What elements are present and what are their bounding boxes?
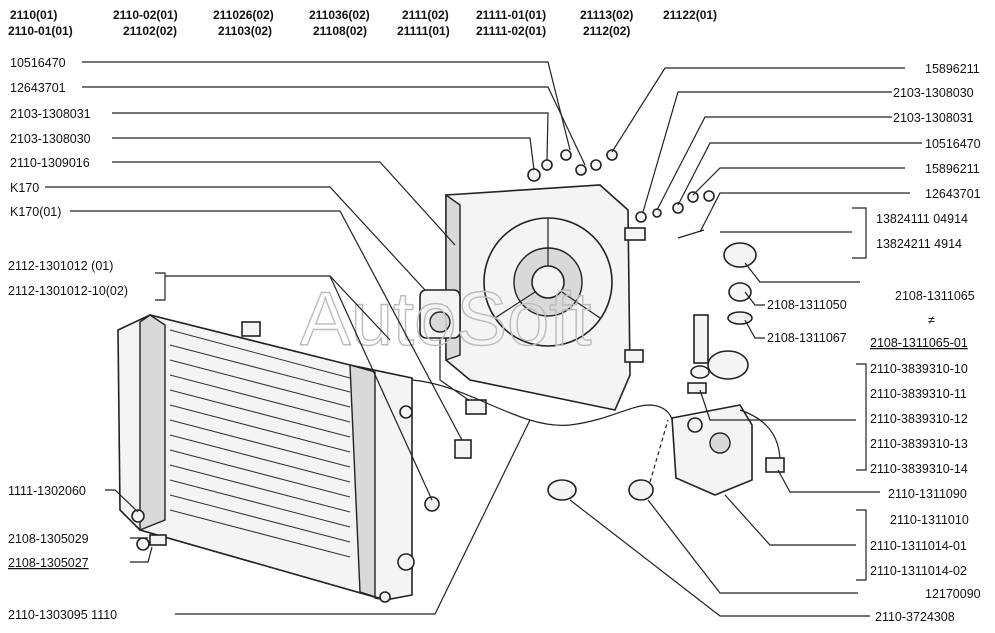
part-label: 2110-1311090 <box>888 487 967 501</box>
header-code: 21108(02) <box>313 24 367 38</box>
leader-lines <box>45 61 922 617</box>
part-label: 2112-1301012-10(02) <box>8 284 128 298</box>
part-label: K170 <box>10 181 39 195</box>
part-label: 2110-1311010 <box>890 513 969 527</box>
part-label: 2110-3839310-14 <box>870 462 968 476</box>
part-label: 2110-3839310-13 <box>870 437 968 451</box>
radiator-fittings <box>131 439 472 551</box>
header-code: 2111(02) <box>402 8 449 22</box>
header-code: 2112(02) <box>583 24 630 38</box>
part-label: 10516470 <box>925 137 981 151</box>
header-code: 21102(02) <box>123 24 177 38</box>
part-label: ≠ <box>928 313 935 327</box>
header-code: 2110-01(01) <box>8 24 73 38</box>
part-label: 12643701 <box>925 187 981 201</box>
header-code: 21111-02(01) <box>476 24 546 38</box>
header-code: 21111(01) <box>397 24 450 38</box>
fasteners-upper <box>527 149 715 239</box>
header-code: 21103(02) <box>218 24 272 38</box>
header-code: 21122(01) <box>663 8 717 22</box>
part-label: 2110-1311014-02 <box>870 564 967 578</box>
radiator <box>117 314 415 603</box>
part-label: 2110-1303095 1110 <box>8 608 117 622</box>
part-label: K170(01) <box>10 205 61 219</box>
expansion-tank <box>671 404 785 496</box>
watermark: AutoSoft <box>300 277 592 362</box>
header-code: 2110-02(01) <box>113 8 178 22</box>
part-label: 13824111 04914 <box>876 212 968 226</box>
part-label: 2110-1309016 <box>10 156 90 170</box>
part-label: 2110-3839310-10 <box>870 362 968 376</box>
coolant-hose <box>411 379 673 426</box>
part-label: 10516470 <box>10 56 66 70</box>
mid-labels: 2108-1311050 2108-1311067 <box>767 298 847 345</box>
part-label: 2112-1301012 (01) <box>8 259 113 273</box>
model-header: 2110(01) 2110-01(01) 2110-02(01) 21102(0… <box>8 8 717 38</box>
header-code: 21111-01(01) <box>476 8 546 22</box>
part-label: 2108-1311050 <box>767 298 847 312</box>
part-label: 2103-1308031 <box>10 107 91 121</box>
caps-group <box>687 242 757 394</box>
part-label: 13824211 4914 <box>876 237 962 251</box>
hose-clamps <box>547 419 669 501</box>
fan-motor <box>419 289 487 415</box>
part-label: 15896211 <box>925 162 980 176</box>
left-labels: 10516470 12643701 2103-1308031 2103-1308… <box>8 56 128 622</box>
part-label: 2110-3839310-12 <box>870 412 968 426</box>
part-label: 1111-1302060 <box>8 484 86 498</box>
header-code: 2110(01) <box>10 8 57 22</box>
part-label: 2110-3724308 <box>875 610 955 624</box>
part-label: 2103-1308030 <box>10 132 91 146</box>
header-code: 211036(02) <box>309 8 370 22</box>
part-label: 2108-1311067 <box>767 331 847 345</box>
part-label: 12170090 <box>925 587 981 601</box>
part-label: 12643701 <box>10 81 66 95</box>
header-code: 211026(02) <box>213 8 274 22</box>
part-label: 2108-1305027 <box>8 556 89 570</box>
part-label: 2108-1311065 <box>895 289 975 303</box>
part-label: 2103-1308030 <box>893 86 974 100</box>
fan-shroud <box>445 184 646 411</box>
part-label: 15896211 <box>925 62 980 76</box>
part-label: 2110-1311014-01 <box>870 539 967 553</box>
header-code: 21113(02) <box>580 8 633 22</box>
part-label: 2110-3839310-11 <box>870 387 967 401</box>
part-label: 2103-1308031 <box>893 111 974 125</box>
part-label: 2108-1311065-01 <box>870 336 968 350</box>
part-label: 2108-1305029 <box>8 532 89 546</box>
right-labels: 15896211 2103-1308030 2103-1308031 10516… <box>870 62 981 624</box>
